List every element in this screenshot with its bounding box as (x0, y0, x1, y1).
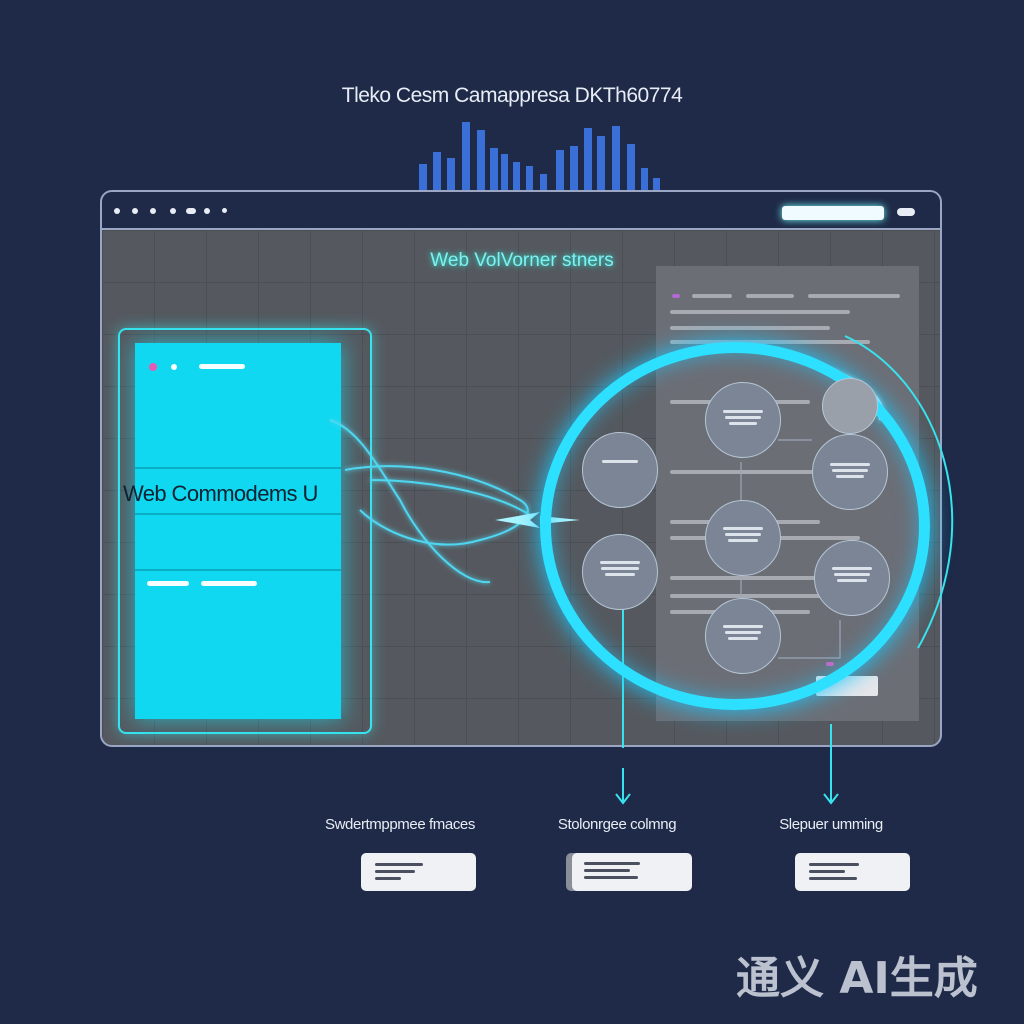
window-dot[interactable] (170, 208, 176, 214)
node-left-top[interactable] (582, 432, 658, 508)
window-dot[interactable] (132, 208, 138, 214)
status-dot-icon (149, 363, 157, 371)
node-right-bottom[interactable] (814, 540, 890, 616)
bottom-label-2: Stolonrgee colmng (557, 816, 677, 833)
node-bottom-center[interactable] (705, 598, 781, 674)
node-partial[interactable] (822, 378, 878, 434)
bottom-label-1: Swdertmppmee fmaces (325, 816, 475, 833)
panel-text-line (670, 340, 870, 344)
address-bar[interactable] (782, 206, 884, 220)
panel-text-line (746, 294, 794, 298)
output-card-2[interactable] (572, 853, 692, 891)
phone-divider (135, 513, 341, 515)
output-card-1[interactable] (361, 853, 476, 891)
panel-text-line (670, 310, 850, 314)
panel-text-line (670, 326, 830, 330)
node-right-top[interactable] (812, 434, 888, 510)
outer-arc (844, 335, 954, 649)
bottom-label-3: Slepuer umming (779, 816, 883, 833)
phone-divider (135, 569, 341, 571)
watermark: 通义 AI生成 (736, 953, 978, 1004)
phone-screen: Web Commodems U (123, 343, 341, 719)
focus-ring (540, 342, 930, 710)
phone-frame (118, 328, 372, 734)
output-card-3[interactable] (795, 853, 910, 891)
menu-pill-icon[interactable] (897, 208, 915, 216)
phone-label: Web Commodems U (123, 481, 318, 506)
diagram-title: Tleko Cesm Camappresa DKTh60774 (341, 84, 683, 107)
phone-text-line (201, 581, 257, 586)
window-dot[interactable] (204, 208, 210, 214)
node-center[interactable] (705, 500, 781, 576)
section-title: Web VolVorner stners (430, 250, 614, 271)
phone-text-line (147, 581, 189, 586)
node-top-center[interactable] (705, 382, 781, 458)
window-dot[interactable] (150, 208, 156, 214)
phone-header-line (199, 364, 245, 369)
equalizer-bars-graphic (419, 122, 660, 204)
window-dot[interactable] (222, 208, 227, 213)
browser-toolbar (102, 192, 940, 230)
node-left-bottom[interactable] (582, 534, 658, 610)
panel-text-line (808, 294, 900, 298)
window-dots-icon[interactable] (114, 208, 120, 214)
panel-marker (672, 294, 680, 298)
panel-text-line (692, 294, 732, 298)
swirl-lines (329, 419, 531, 584)
phone-divider (135, 467, 341, 469)
status-dot-icon (171, 364, 177, 370)
window-dot[interactable] (186, 208, 196, 214)
